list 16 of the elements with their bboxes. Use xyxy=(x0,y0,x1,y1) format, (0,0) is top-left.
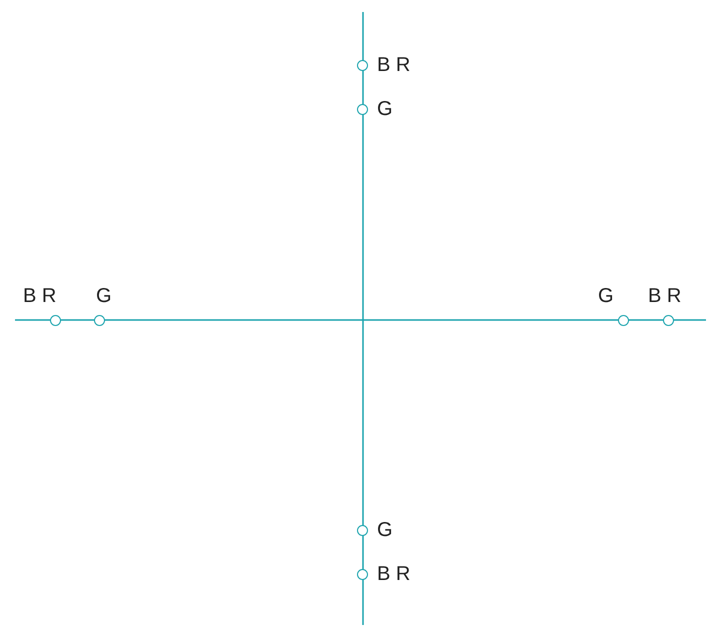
point-marker xyxy=(94,314,104,326)
point-marker xyxy=(50,314,60,326)
point-label: G xyxy=(377,97,393,121)
point-marker xyxy=(662,314,674,326)
point-label: B R xyxy=(23,284,56,308)
point-marker xyxy=(618,314,628,326)
point-marker xyxy=(356,60,368,70)
point-label: G xyxy=(96,284,112,308)
point-marker xyxy=(356,524,368,536)
point-label: B R xyxy=(377,53,410,77)
point-marker xyxy=(356,104,368,114)
point-marker xyxy=(356,568,368,580)
point-label: B R xyxy=(377,562,410,586)
point-label: G xyxy=(598,284,614,308)
point-label: G xyxy=(377,518,393,542)
point-label: B R xyxy=(648,284,682,308)
